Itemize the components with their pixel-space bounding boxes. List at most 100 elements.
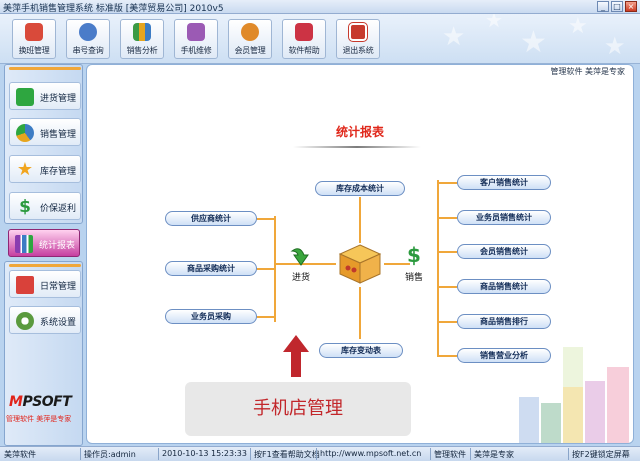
nav-item-daily[interactable]: 日常管理 [9, 270, 81, 298]
star-decoration-icon: ★ [442, 22, 466, 52]
bar-chart-icon [15, 235, 33, 253]
report-inventory-cost-button[interactable]: 库存成本统计 [315, 181, 405, 196]
report-sales-analysis-button[interactable]: 销售营业分析 [457, 348, 551, 363]
title-bar: 美萍手机销售管理系统 标准版 [美萍贸易公司] 2010v5 _ □ × [0, 0, 640, 14]
maximize-button[interactable]: □ [611, 1, 623, 12]
connector-line [257, 218, 274, 220]
shift-icon [25, 23, 43, 41]
status-company: 管理软件 [434, 450, 466, 459]
connector-line [359, 197, 361, 243]
nav-item-settings[interactable]: 系统设置 [9, 306, 81, 334]
status-datetime: 2010-10-13 15:23:33 [162, 449, 247, 458]
report-inventory-change-button[interactable]: 库存变动表 [319, 343, 403, 358]
members-icon [241, 23, 259, 41]
status-divider [470, 448, 471, 460]
connector-line [439, 217, 457, 219]
toolbar-button-sales-analysis[interactable]: 销售分析 [120, 19, 164, 59]
title-underline [293, 146, 421, 148]
report-staff-purchase-button[interactable]: 业务员采购 [165, 309, 257, 324]
nav-item-reports[interactable]: 统计报表 [8, 229, 80, 257]
report-staff-sales-button[interactable]: 业务员销售统计 [457, 210, 551, 225]
status-divider [158, 448, 159, 460]
calendar-icon [16, 276, 34, 294]
nav-slogan: 管理软件 美萍是专家 [6, 415, 72, 423]
nav-item-purchase[interactable]: 进货管理 [9, 82, 81, 110]
status-divider [316, 448, 317, 460]
toolbar-button-help[interactable]: 软件帮助 [282, 19, 326, 59]
nav-item-sales[interactable]: 销售管理 [9, 118, 81, 146]
nav-divider [9, 264, 81, 267]
decorative-bar-chart-icon [519, 347, 629, 443]
connector-line [276, 263, 336, 265]
status-lock-hint: 按F2键锁定屏幕 [572, 450, 630, 459]
repair-icon [187, 23, 205, 41]
nav-item-label: 系统设置 [40, 318, 77, 328]
window-title: 美萍手机销售管理系统 标准版 [美萍贸易公司] 2010v5 [3, 4, 224, 14]
nav-divider [9, 67, 81, 70]
status-help: 按F1查看帮助文档 [254, 450, 320, 459]
purchase-label: 进货 [292, 273, 311, 283]
search-icon [79, 23, 97, 41]
connector-line [384, 263, 410, 265]
purchase-arrow-icon [290, 248, 309, 266]
toolbar-button-serial-search[interactable]: 串号查询 [66, 19, 110, 59]
status-url[interactable]: http://www.mpsoft.net.cn [320, 449, 422, 458]
toolbar: ★ ★ ★ ★ ★ 换班管理 串号查询 销售分析 手机维修 会员管理 软件帮助 … [0, 14, 640, 64]
status-bar: 美萍软件 操作员:admin 2010-10-13 15:23:33 按F1查看… [0, 446, 640, 461]
nav-item-label: 进货管理 [40, 94, 77, 104]
star-decoration-icon: ★ [520, 25, 547, 60]
logo-text: PSOFT [22, 394, 72, 410]
gear-icon [16, 312, 34, 330]
toolbar-button-label: 会员管理 [234, 46, 266, 55]
toolbar-button-label: 退出系统 [342, 46, 374, 55]
nav-item-label: 日常管理 [40, 282, 77, 292]
nav-group-main: 进货管理 销售管理 ★ 库存管理 $ 价保返利 [4, 64, 83, 224]
connector-line [257, 268, 274, 270]
warehouse-box-icon [338, 244, 382, 284]
toolbar-button-label: 串号查询 [72, 46, 104, 55]
minimize-button[interactable]: _ [597, 1, 609, 12]
report-product-sales-button[interactable]: 商品销售统计 [457, 279, 551, 294]
nav-item-price-protection[interactable]: $ 价保返利 [9, 192, 81, 220]
status-divider [430, 448, 431, 460]
toolbar-button-label: 换班管理 [18, 46, 50, 55]
mpsoft-logo: MPSOFT [9, 394, 72, 410]
exit-icon [348, 22, 368, 42]
up-arrow-icon [283, 335, 309, 377]
report-customer-sales-button[interactable]: 客户销售统计 [457, 175, 551, 190]
main-tagline: 管理软件 美萍是专家 [550, 67, 625, 76]
toolbar-button-repair[interactable]: 手机维修 [174, 19, 218, 59]
close-button[interactable]: × [625, 1, 637, 12]
status-operator: 操作员:admin [84, 450, 136, 459]
status-app: 美萍软件 [4, 450, 36, 459]
nav-item-inventory[interactable]: ★ 库存管理 [9, 155, 81, 183]
star-icon: ★ [16, 159, 34, 180]
toolbar-button-members[interactable]: 会员管理 [228, 19, 272, 59]
report-supplier-stats-button[interactable]: 供应商统计 [165, 211, 257, 226]
connector-line [439, 182, 457, 184]
toolbar-button-label: 手机维修 [180, 46, 212, 55]
status-slogan: 美萍是专家 [474, 450, 514, 459]
report-product-ranking-button[interactable]: 商品销售排行 [457, 314, 551, 329]
analysis-icon [133, 23, 151, 41]
toolbar-button-exit[interactable]: 退出系统 [336, 19, 380, 59]
report-member-sales-button[interactable]: 会员销售统计 [457, 244, 551, 259]
page-title: 统计报表 [335, 125, 384, 139]
connector-line [439, 355, 457, 357]
report-purchase-stats-button[interactable]: 商品采购统计 [165, 261, 257, 276]
plus-icon [16, 88, 34, 106]
chart-pie-icon [16, 124, 34, 142]
sales-dollar-icon: $ [407, 243, 421, 267]
toolbar-button-shift[interactable]: 换班管理 [12, 19, 56, 59]
connector-right-vertical [437, 180, 439, 357]
star-decoration-icon: ★ [604, 32, 626, 60]
overlay-caption: 手机店管理 [185, 382, 411, 436]
connector-line [439, 321, 457, 323]
logo-m: M [9, 394, 23, 410]
left-navigation: 进货管理 销售管理 ★ 库存管理 $ 价保返利 统计报表 日常管理 系统设置 M… [4, 64, 83, 446]
connector-left-vertical [274, 216, 276, 322]
help-icon [295, 23, 313, 41]
status-divider [80, 448, 81, 460]
nav-item-label: 库存管理 [40, 167, 77, 177]
connector-line [439, 251, 457, 253]
